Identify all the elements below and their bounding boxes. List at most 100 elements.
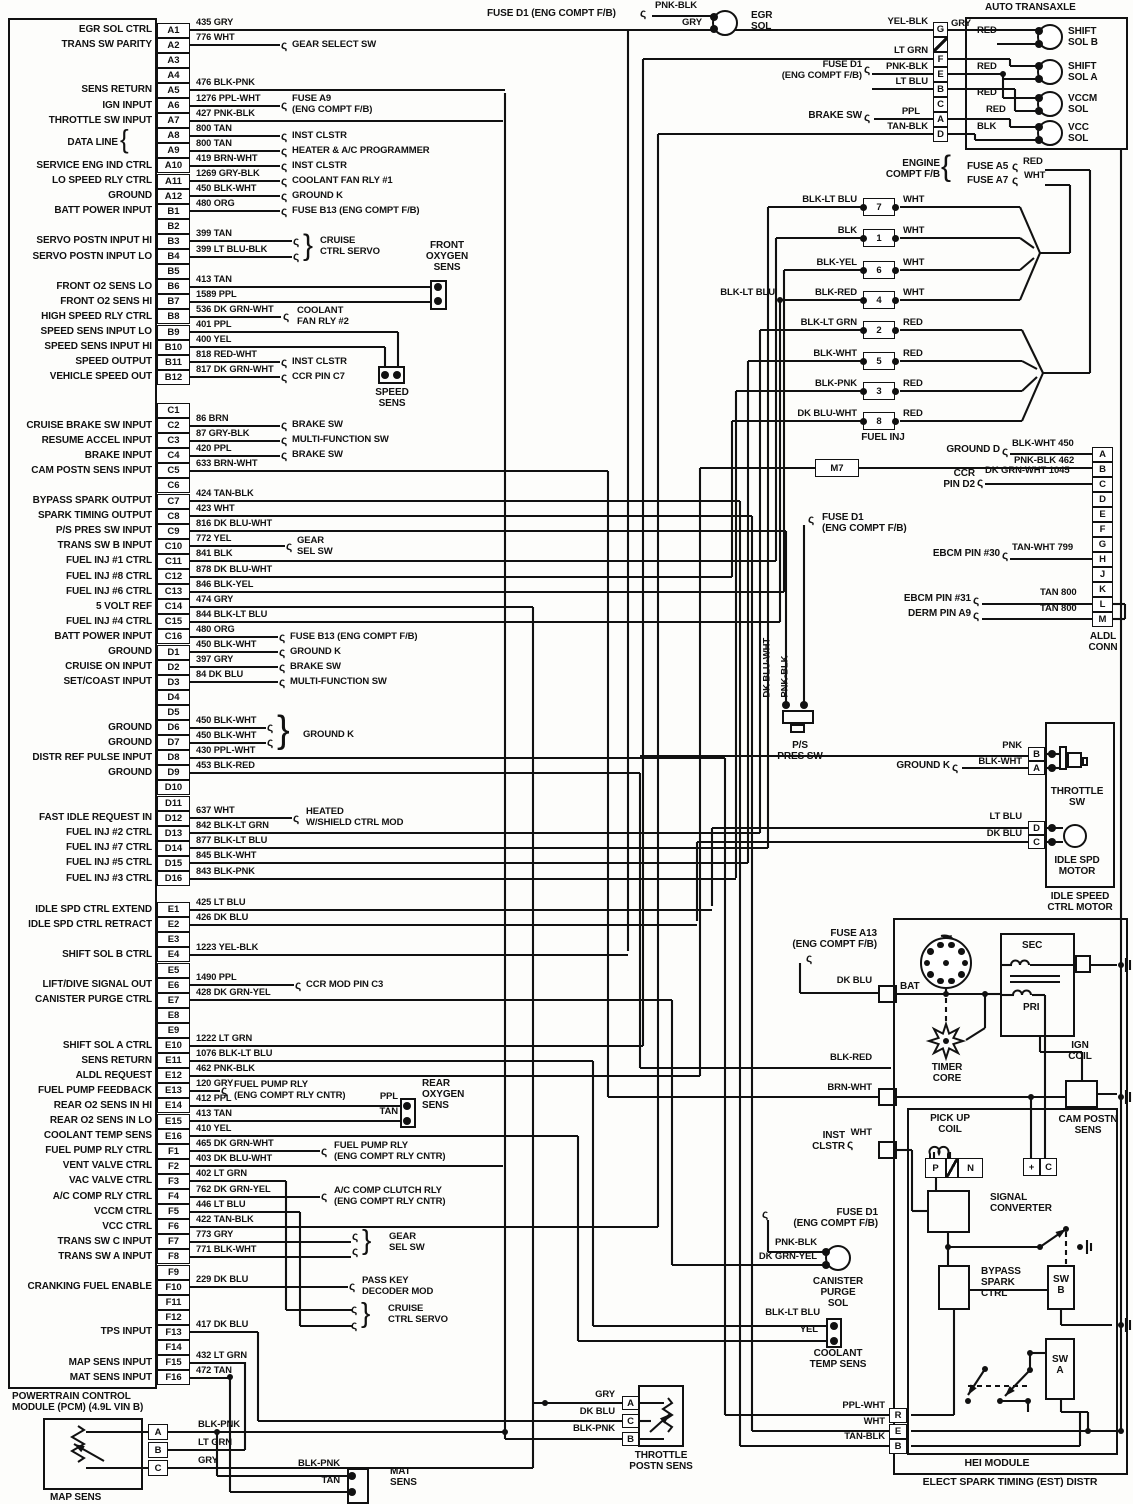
pin-box-A6: A6 (157, 98, 190, 113)
pin-wire-E15: 413 TAN (196, 1108, 232, 1118)
pin-box-E7: E7 (157, 992, 190, 1008)
label-co-ground-k-a12: GROUND K (292, 190, 343, 201)
cell-transaxle-pins-E: E (933, 67, 948, 82)
cell-idle-motor-pins-D: D (1028, 821, 1045, 835)
pin-box-E12: E12 (157, 1068, 190, 1084)
pin-box-A8: A8 (157, 128, 190, 144)
pin-box-B6: B6 (157, 279, 190, 295)
cell-pickup-p-P: P (925, 1158, 946, 1178)
box-pcm-box (8, 18, 157, 1389)
label-hook-f1: ς (321, 1144, 328, 1158)
pin-wire-line-B12 (190, 376, 280, 379)
pin-signal-C16: BATT POWER INPUT (54, 630, 152, 642)
terminal-dot (403, 1102, 411, 1110)
pin-signal-D7: GROUND (108, 736, 152, 748)
label-hook-a9: ς (281, 144, 288, 158)
pin-wire-B12: 817 DK GRN-WHT (196, 364, 274, 375)
pin-wire-line-F16 (190, 1376, 230, 1379)
pin-wire-B4: 399 LT BLU-BLK (196, 243, 268, 254)
pin-box-C6: C6 (157, 478, 190, 494)
pin-wire-D2: 397 GRY (196, 654, 234, 665)
label-aldl-conn: ALDL CONN (1088, 631, 1118, 654)
terminal-dot (710, 25, 718, 33)
label-th-wire-dkblu: DK BLU (986, 828, 1022, 839)
label-hook-d7: ς (267, 735, 274, 749)
pin-box-F6: F6 (157, 1219, 190, 1235)
label-hook-d2: ς (279, 660, 286, 674)
pin-wire-F4: 762 DK GRN-YEL (196, 1183, 271, 1194)
pin-wire-line-D8 (190, 756, 725, 759)
pin-wire-B7: 1589 PPL (196, 288, 237, 299)
cell-transaxle-pins-slash (933, 37, 948, 52)
label-rear-oxygen-sens: REAR OXYGEN SENS (422, 1078, 465, 1112)
label-co-brake-sw-c4: BRAKE SW (292, 449, 343, 460)
box-brnwht-term-box (878, 1088, 897, 1106)
pin-wire-line-D9 (190, 771, 640, 774)
label-hook-derm-a9: ς (973, 608, 980, 622)
cell-aldl-pins-B: B (1092, 462, 1113, 477)
pin-wire-line-F5 (190, 1210, 300, 1213)
label-co-coolant-fan-1: COOLANT FAN RLY #1 (292, 175, 393, 186)
cell-aldl-pins-H: H (1092, 552, 1113, 567)
pin-wire-E4: 1223 YEL-BLK (196, 941, 259, 952)
label-hook-fuse-a7: ς (1012, 173, 1019, 187)
pin-signal-C5: CAM POSTN SENS INPUT (31, 464, 152, 476)
cell-transaxle-pins-A: A (933, 112, 948, 127)
pin-box-A9: A9 (157, 143, 190, 159)
label-ta-wire-yelblk: YEL-BLK (887, 16, 929, 27)
box-speed-sens-box (378, 366, 405, 384)
label-ebcm-pin-30: EBCM PIN #30 (932, 548, 1000, 559)
cell-aldl-pins-C: C (1092, 477, 1113, 492)
pin-signal-F5: VCCM CTRL (94, 1205, 152, 1217)
label-co-ground-k-d1: GROUND K (290, 646, 341, 657)
pin-box-C14: C14 (157, 599, 190, 615)
pin-box-C16: C16 (157, 629, 190, 645)
label-auto-transaxle-title: AUTO TRANSAXLE (985, 2, 1076, 13)
label-derm-pin-a9: DERM PIN A9 (908, 608, 971, 619)
terminal-dot (1035, 27, 1043, 35)
pin-signal-F4: A/C COMP RLY CTRL (52, 1190, 152, 1202)
label-aldl-wire-dkgrnwht1045: DK GRN-WHT 1045 (985, 465, 1070, 476)
pin-wire-B9: 401 PPL (196, 319, 232, 329)
label-th-wire-pnk: PNK (1002, 740, 1022, 751)
label-hook-c10: ς (286, 539, 293, 553)
pin-box-F13: F13 (157, 1324, 190, 1340)
label-cool-wire-blkltblu: BLK-LT BLU (765, 1307, 820, 1318)
pin-wire-line-B6 (190, 285, 430, 288)
terminal-dot (830, 1337, 838, 1345)
pin-signal-F15: MAP SENS INPUT (68, 1356, 153, 1368)
terminal-dot (348, 1488, 356, 1496)
injector-box-6: 6 (863, 261, 895, 279)
pin-wire-line-D12 (190, 817, 292, 820)
label-map-wire-gry: GRY (198, 1455, 218, 1466)
pin-box-B10: B10 (157, 339, 190, 355)
pin-wire-line-F8 (190, 1255, 351, 1258)
injector-dot (891, 357, 899, 365)
pin-box-F2: F2 (157, 1158, 190, 1174)
pin-signal-A12: GROUND (108, 190, 152, 202)
pin-box-B4: B4 (157, 249, 190, 264)
terminal-dot (822, 1248, 830, 1256)
box-auto-transaxle-box (965, 17, 1128, 150)
pin-wire-line-C13 (190, 590, 784, 593)
pin-wire-line-D14 (190, 847, 768, 850)
box-front-o2-box (430, 280, 447, 310)
junction-dot (996, 1397, 1004, 1405)
injector-box-3: 3 (863, 382, 895, 400)
junction-dot (1084, 1427, 1092, 1435)
cell-aldl-pins-F: F (1092, 522, 1113, 537)
pin-wire-D7: 450 BLK-WHT (196, 729, 257, 740)
pin-wire-line-A6 (190, 104, 280, 107)
junction-dot (1117, 1427, 1125, 1435)
label-hook-a6: ς (281, 98, 288, 112)
label-hook-c2: ς (281, 418, 288, 432)
junction-dot (942, 1037, 950, 1045)
cell-map-pins-A: A (148, 1424, 168, 1440)
pin-wire-line-C9 (190, 530, 786, 533)
pin-box-B11: B11 (157, 354, 190, 370)
pin-box-A10: A10 (157, 158, 190, 174)
pin-box-F12: F12 (157, 1309, 190, 1325)
cell-hei-pins-R: R (889, 1408, 907, 1423)
distributor-contact-dot (957, 970, 965, 978)
label-ps-wire-dkbluwht: DK BLU-WHT (761, 637, 773, 698)
